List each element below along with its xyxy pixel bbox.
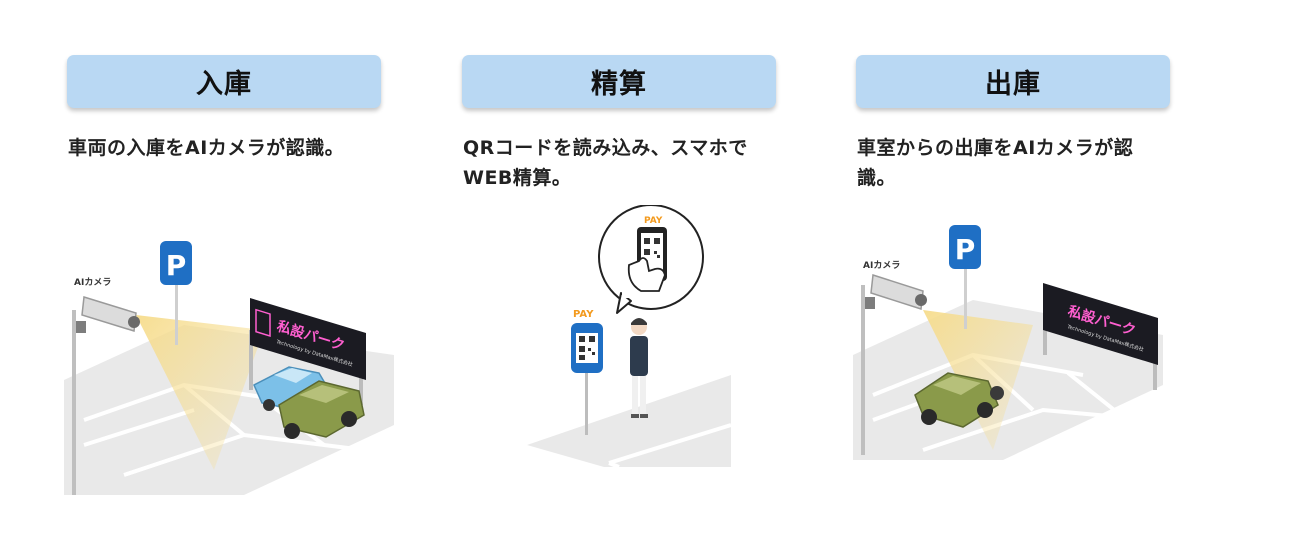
olive-suv-icon (278, 380, 365, 439)
olive-suv-icon (914, 372, 1004, 428)
parking-sign-icon: P (160, 241, 192, 285)
step-payment: 精算 QRコードを読み込み、スマホでWEB精算。 PAY (459, 0, 789, 535)
bubble-pay-label: PAY (644, 216, 663, 226)
camera-label: AIカメラ (74, 277, 111, 288)
parking-sign-pole (964, 269, 967, 329)
camera-beam (136, 315, 264, 470)
svg-text:P: P (166, 249, 187, 282)
step-description-exit: 車室からの出庫をAIカメラが認識。 (857, 137, 1134, 189)
step-title-exit: 出庫 (856, 55, 1170, 108)
ai-camera-icon (76, 296, 140, 333)
camera-pole (72, 310, 76, 495)
payment-ground (527, 375, 731, 467)
step-description-entry: 車両の入庫をAIカメラが認識。 (68, 137, 345, 159)
pay-terminal-icon (571, 323, 603, 373)
payment-illustration: PAY PAY (527, 205, 732, 469)
smartphone-icon (627, 227, 667, 292)
pay-label: PAY (573, 309, 594, 320)
parking-sign-icon: P (949, 225, 981, 269)
camera-label: AIカメラ (863, 260, 900, 271)
step-title-payment: 精算 (462, 55, 776, 108)
step-description-payment: QRコードを読み込み、スマホでWEB精算。 (463, 137, 748, 189)
entry-illustration: AIカメラ P 私設パーク Technology by DataMax株式会社 (64, 241, 394, 495)
pay-terminal-pole (585, 370, 588, 435)
camera-pole (861, 285, 865, 455)
parking-sign-pole (175, 285, 178, 345)
step-entry: 入庫 車両の入庫をAIカメラが認識。 AIカメラ (64, 0, 394, 535)
step-exit: 出庫 車室からの出庫をAIカメラが認識。 AIカメラ P (853, 0, 1183, 535)
ai-camera-icon (865, 274, 927, 310)
svg-text:P: P (955, 233, 976, 266)
person-icon (630, 318, 648, 418)
step-title-entry: 入庫 (67, 55, 381, 108)
exit-illustration: AIカメラ P 私設パーク Technology by DataMax株式会社 (853, 225, 1163, 460)
parking-banner: 私設パーク Technology by DataMax株式会社 (1043, 283, 1158, 390)
parking-banner: 私設パーク Technology by DataMax株式会社 (249, 298, 366, 405)
